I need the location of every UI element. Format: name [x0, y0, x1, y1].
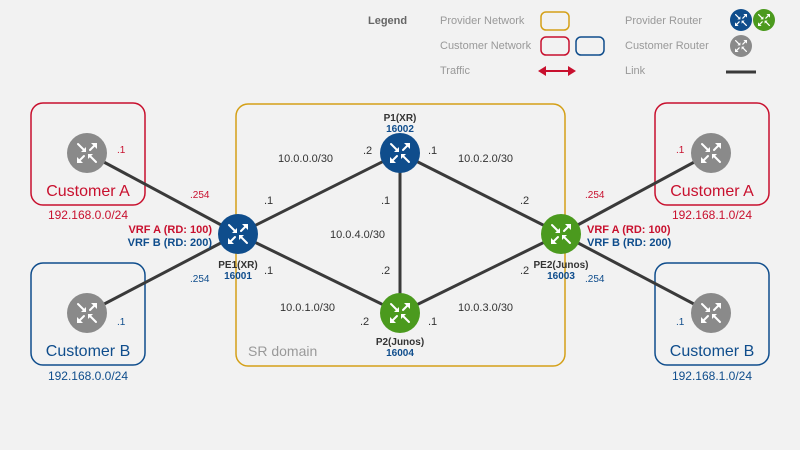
p2-name: P2(Junos): [376, 337, 424, 348]
customer-b-right-subnet: 192.168.1.0/24: [672, 369, 752, 383]
pe1-p1-ip-b: .2: [363, 145, 372, 157]
link-pe1-p1: [237, 151, 401, 236]
router-icon-pe2: [541, 214, 581, 254]
legend-customer-network-swatch-a: [540, 36, 570, 56]
ca-right-host-ip: .1: [676, 145, 685, 156]
link-pe2-ca-right: [560, 151, 712, 236]
pe2-name: PE2(Junos): [533, 260, 588, 271]
links: [86, 151, 712, 315]
link-p1-pe2: [399, 151, 562, 236]
legend-title: Legend: [368, 15, 407, 27]
cb-right-host-ip: .1: [676, 317, 685, 328]
customer-a-right-subnet: 192.168.1.0/24: [672, 208, 752, 222]
p2-pe2-ip-a: .1: [428, 316, 437, 328]
customer-router-icon-b-right: [691, 293, 731, 333]
pe1-name: PE1(XR): [218, 260, 257, 271]
legend-provider-network-swatch: [540, 11, 570, 31]
p1-sid: 16002: [386, 124, 414, 135]
customer-router-icon-a-right: [691, 133, 731, 173]
p2-pe2-ip-b: .2: [520, 265, 529, 277]
legend-traffic-label: Traffic: [440, 65, 470, 77]
p1-name: P1(XR): [384, 113, 417, 124]
pe2-sid: 16003: [547, 271, 575, 282]
cb-left-pe-ip: .254: [190, 274, 210, 285]
net-pe1-p2: 10.0.1.0/30: [280, 302, 335, 314]
p1-p2-ip-b: .2: [381, 265, 390, 277]
legend-link-label: Link: [625, 65, 646, 77]
link-cb-left-pe1: [86, 232, 239, 315]
p2-sid: 16004: [386, 348, 414, 359]
customer-b-right-name: Customer B: [670, 343, 754, 360]
pe1-vrf-b: VRF B (RD: 200): [128, 237, 213, 249]
cb-right-pe-ip: .254: [585, 274, 605, 285]
legend-customer-router-icon: [730, 35, 752, 57]
net-pe1-p1: 10.0.0.0/30: [278, 153, 333, 165]
pe1-sid: 16001: [224, 271, 252, 282]
ca-left-pe-ip: .254: [190, 190, 210, 201]
legend-traffic-arrow-icon: [538, 66, 576, 76]
customer-b-right-box: [654, 262, 770, 366]
legend-customer-router-label: Customer Router: [625, 40, 709, 52]
customer-b-left-subnet: 192.168.0.0/24: [48, 369, 128, 383]
net-p1-p2: 10.0.4.0/30: [330, 229, 385, 241]
pe1-p2-ip-b: .2: [360, 316, 369, 328]
link-pe2-cb-right: [560, 232, 712, 315]
customer-router-icon-b-left: [67, 293, 107, 333]
sr-domain-label: SR domain: [248, 343, 317, 359]
pe1-vrf-a: VRF A (RD: 100): [128, 224, 212, 236]
pe2-vrf-a: VRF A (RD: 100): [587, 224, 671, 236]
customer-a-left-box: [30, 102, 146, 206]
customer-b-left-name: Customer B: [46, 343, 130, 360]
pe1-p2-ip-a: .1: [264, 265, 273, 277]
pe2-vrf-b: VRF B (RD: 200): [587, 237, 672, 249]
ca-right-pe-ip: .254: [585, 190, 605, 201]
ca-left-host-ip: .1: [117, 145, 126, 156]
p1-pe2-ip-a: .1: [428, 145, 437, 157]
customer-a-right-name: Customer A: [670, 183, 754, 200]
legend-customer-network-label: Customer Network: [440, 40, 532, 52]
pe1-p1-ip-a: .1: [264, 195, 273, 207]
router-icon-pe1: [218, 214, 258, 254]
link-ca-left-pe1: [86, 151, 239, 236]
legend-provider-router-icon: [730, 9, 775, 31]
link-pe1-p2: [237, 232, 401, 315]
legend-customer-network-swatch-b: [575, 36, 605, 56]
link-p2-pe2: [399, 232, 562, 315]
customer-router-icon-a-left: [67, 133, 107, 173]
router-icon-p2: [380, 293, 420, 333]
legend-provider-router-label: Provider Router: [625, 15, 702, 27]
p1-p2-ip-a: .1: [381, 195, 390, 207]
customer-a-right-box: [654, 102, 770, 206]
net-p2-pe2: 10.0.3.0/30: [458, 302, 513, 314]
router-icon-p1: [380, 133, 420, 173]
cb-left-host-ip: .1: [117, 317, 126, 328]
legend-provider-network-label: Provider Network: [440, 15, 525, 27]
customer-a-left-subnet: 192.168.0.0/24: [48, 208, 128, 222]
customer-b-left-box: [30, 262, 146, 366]
customer-a-left-name: Customer A: [46, 183, 130, 200]
net-p1-pe2: 10.0.2.0/30: [458, 153, 513, 165]
p1-pe2-ip-b: .2: [520, 195, 529, 207]
